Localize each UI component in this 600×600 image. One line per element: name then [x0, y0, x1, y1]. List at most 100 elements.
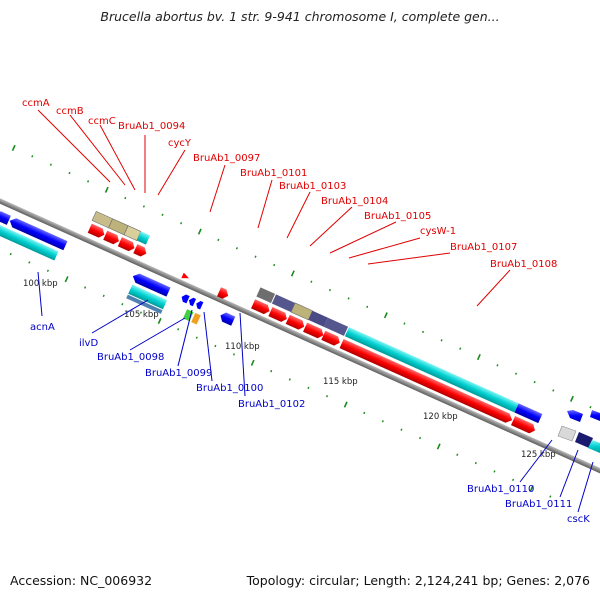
- scale-label-100: 100 kbp: [23, 279, 58, 289]
- feature-ccmB[interactable]: [103, 230, 121, 246]
- outer-tick: [31, 155, 34, 158]
- feature-steel[interactable]: [126, 294, 163, 314]
- inner-tick: [9, 252, 12, 256]
- minus-leaders: [37, 271, 594, 513]
- feature-minus-blue-2[interactable]: [8, 216, 68, 251]
- feature-minus-blue-1[interactable]: [0, 210, 11, 225]
- feature-blue-b[interactable]: [514, 403, 543, 424]
- feature-ccmC[interactable]: [117, 237, 137, 253]
- feature-cysW-1[interactable]: [308, 310, 328, 327]
- feature-BruAb1_0104[interactable]: [271, 294, 296, 313]
- outer-tick: [11, 144, 16, 152]
- label-BruAb1_0110[interactable]: BruAb1_0110: [467, 484, 534, 495]
- outer-tick: [290, 270, 295, 277]
- label-BruAb1_0102[interactable]: BruAb1_0102: [238, 399, 305, 410]
- outer-tick: [197, 228, 202, 235]
- minus-labels: acnA ilvD BruAb1_0098 BruAb1_0099 BruAb1…: [30, 322, 590, 525]
- feature-BruAb1_0102[interactable]: [218, 311, 236, 326]
- outer-tick: [383, 312, 388, 319]
- feature-minus-small-c[interactable]: [195, 300, 204, 310]
- label-cscK[interactable]: cscK: [567, 514, 590, 525]
- label-BruAb1_0107[interactable]: BruAb1_0107: [450, 242, 517, 253]
- feature-BruAb1_0110[interactable]: [557, 425, 577, 442]
- label-BruAb1_0094[interactable]: BruAb1_0094: [118, 121, 185, 132]
- outer-tick: [142, 205, 145, 208]
- label-cysW-1[interactable]: cysW-1: [420, 226, 456, 237]
- feature-right-blue-b[interactable]: [590, 410, 600, 421]
- feature-red-arrow-d[interactable]: [303, 322, 325, 340]
- scale-label-125: 125 kbp: [521, 450, 556, 460]
- feature-ilvD[interactable]: [131, 272, 171, 297]
- inner-tick: [343, 401, 348, 408]
- label-ilvD[interactable]: ilvD: [79, 338, 98, 349]
- feature-red-arrow-b[interactable]: [268, 307, 289, 323]
- feature-red-arrow-c[interactable]: [285, 314, 307, 331]
- feature-red-long[interactable]: [339, 338, 515, 425]
- inner-tick: [419, 436, 422, 440]
- label-BruAb1_0100[interactable]: BruAb1_0100: [196, 383, 263, 394]
- plus-leaders: [37, 109, 511, 307]
- outer-tick: [87, 180, 90, 183]
- feature-BruAb1_0110-blue[interactable]: [567, 410, 583, 422]
- label-BruAb1_0101[interactable]: BruAb1_0101: [240, 168, 307, 179]
- label-BruAb1_0104[interactable]: BruAb1_0104: [321, 196, 388, 207]
- minus-strand-features: [0, 210, 236, 326]
- inner-tick: [102, 294, 105, 298]
- plus-labels: ccmA ccmB ccmC BruAb1_0094 cycY BruAb1_0…: [22, 98, 557, 270]
- label-BruAb1_0098[interactable]: BruAb1_0098: [97, 352, 164, 363]
- outer-tick: [104, 186, 109, 193]
- outer-tick: [459, 347, 462, 350]
- tick-dots-outer: [11, 144, 592, 409]
- accession-text: Accession: NC_006932: [10, 573, 153, 588]
- inner-tick: [177, 328, 180, 331]
- outer-tick: [403, 322, 406, 325]
- feature-BruAb1_0108[interactable]: [344, 327, 519, 413]
- feature-BruAb1_0097[interactable]: [181, 272, 190, 281]
- feature-BruAb1_0100[interactable]: [187, 297, 197, 307]
- feature-ccm-cyan[interactable]: [136, 231, 151, 245]
- feature-cscK[interactable]: [588, 440, 600, 453]
- outer-tick: [180, 221, 183, 225]
- scale-label-105: 105 kbp: [124, 310, 159, 320]
- feature-red-tail[interactable]: [511, 416, 537, 435]
- label-BruAb1_0108[interactable]: BruAb1_0108: [490, 259, 557, 270]
- outer-tick: [440, 339, 443, 342]
- feature-BruAb1_0094[interactable]: [133, 244, 148, 258]
- label-cycY[interactable]: cycY: [168, 138, 192, 149]
- label-ccmB[interactable]: ccmB: [56, 106, 84, 117]
- genome-summary-text: Topology: circular; Length: 2,124,241 bp…: [246, 573, 590, 588]
- label-ccmC[interactable]: ccmC: [88, 116, 116, 127]
- feature-BruAb1_0103[interactable]: [256, 287, 276, 304]
- label-ccmA[interactable]: ccmA: [22, 98, 50, 109]
- feature-BruAb1_0099[interactable]: [180, 293, 190, 304]
- feature-acnA[interactable]: [0, 221, 59, 261]
- feature-red-arrow-e[interactable]: [321, 330, 342, 347]
- feature-BruAb1_0098[interactable]: [128, 284, 168, 310]
- label-acnA[interactable]: acnA: [30, 322, 55, 333]
- inner-tick: [381, 420, 384, 423]
- label-BruAb1_0103[interactable]: BruAb1_0103: [279, 181, 346, 192]
- feature-BruAb1_0107[interactable]: [323, 317, 349, 336]
- inner-tick: [307, 386, 310, 390]
- label-BruAb1_0111[interactable]: BruAb1_0111: [505, 499, 572, 510]
- label-BruAb1_0105[interactable]: BruAb1_0105: [364, 211, 431, 222]
- inner-tick: [474, 461, 477, 465]
- inner-tick: [512, 478, 515, 482]
- inner-tick: [493, 470, 496, 473]
- genome-backbone: [0, 190, 600, 483]
- outer-tick: [421, 330, 425, 334]
- label-BruAb1_0097[interactable]: BruAb1_0097: [193, 153, 260, 164]
- feature-ccmA[interactable]: [87, 223, 107, 240]
- feature-green[interactable]: [182, 309, 194, 322]
- feature-BruAb1_0101[interactable]: [216, 287, 230, 300]
- inner-tick: [436, 443, 441, 450]
- feature-red-arrow-a[interactable]: [251, 299, 272, 315]
- feature-orange[interactable]: [191, 312, 201, 325]
- inner-tick: [84, 286, 87, 289]
- label-BruAb1_0099[interactable]: BruAb1_0099: [145, 368, 212, 379]
- outer-tick: [476, 353, 481, 361]
- inner-tick: [250, 359, 255, 366]
- track-group: [0, 144, 600, 498]
- feature-BruAb1_0111[interactable]: [575, 432, 593, 448]
